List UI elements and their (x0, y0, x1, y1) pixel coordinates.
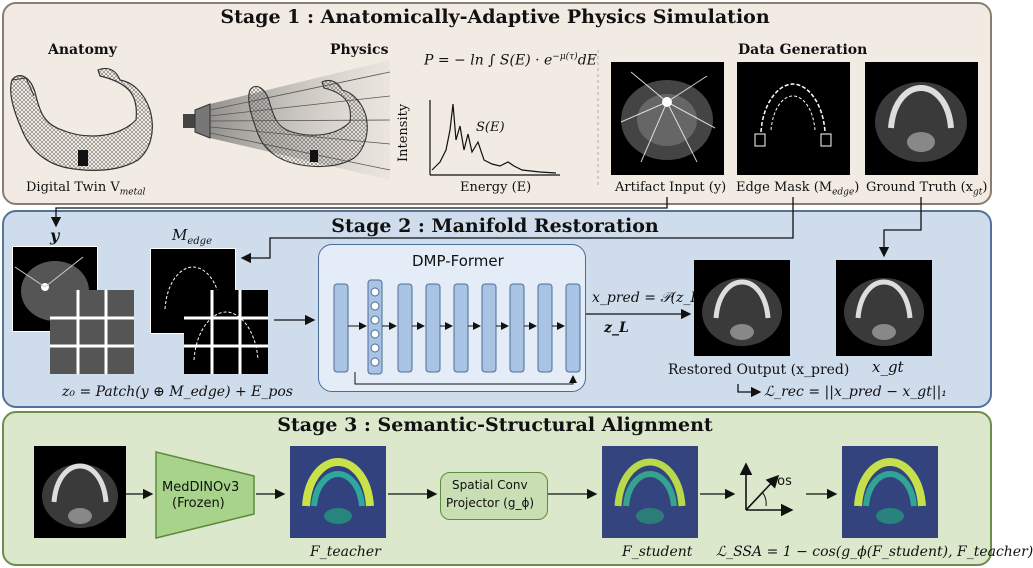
digital-twin-label: Digital Twin Vmetal (26, 180, 146, 198)
restored-output-label: Restored Output (x_pred) (668, 362, 850, 378)
artifact-input-image (611, 62, 724, 175)
physics-formula: P = − ln ∫ S(E) · e−μ(τ)dE (424, 52, 597, 69)
f-teacher-heatmap (290, 446, 386, 538)
data-generation-header: Data Generation (738, 42, 868, 58)
ground-truth-label: Ground Truth (xgt) (866, 180, 988, 198)
spectrum-y-axis-label: Intensity (396, 103, 411, 162)
edge-mask-image (737, 62, 850, 175)
xpred-formula: x_pred = 𝒫(z_L) (592, 290, 706, 306)
zl-label: z_L (604, 320, 629, 336)
stage3-title: Stage 3 : Semantic-Structural Alignment (277, 414, 713, 436)
stage3-input-image (34, 446, 126, 538)
ground-truth-image (865, 62, 978, 175)
edge-mask-label: Edge Mask (Medge) (736, 180, 860, 198)
xgt-label: x_gt (872, 358, 904, 376)
loss-rec-formula: ℒ_rec = ||x_pred − x_gt||₁ (764, 384, 947, 400)
cos-label: cos (770, 474, 792, 489)
medge-label: Medge (172, 226, 212, 247)
y-label: y (50, 226, 60, 245)
f-student-heatmap (602, 446, 698, 538)
f-teacher-label: F_teacher (310, 544, 381, 560)
dmp-former-label: DMP-Former (412, 252, 504, 270)
artifact-input-label: Artifact Input (y) (615, 180, 727, 195)
physics-header: Physics (330, 42, 389, 58)
projector-label: Projector (g_ϕ) (446, 496, 535, 510)
spectrum-curve-label: S(E) (476, 120, 505, 135)
restored-output-image (694, 260, 790, 356)
xgt-image (836, 260, 932, 356)
f-student-label: F_student (622, 544, 693, 560)
aligned-heatmap (842, 446, 938, 538)
loss-ssa-formula: ℒ_SSA = 1 − cos(g_ϕ(F_student), F_teache… (716, 544, 1033, 560)
meddino-frozen-label: (Frozen) (172, 496, 225, 511)
meddino-label: MedDINOv3 (162, 480, 240, 495)
z0-formula: z₀ = Patch(y ⊕ M_edge) + E_pos (62, 384, 293, 400)
y-patch-grid (50, 290, 134, 374)
spatial-conv-projector-box (440, 472, 548, 520)
spectrum-x-axis-label: Energy (E) (460, 180, 532, 195)
anatomy-header: Anatomy (48, 42, 117, 58)
medge-patch-grid (184, 290, 268, 374)
spatial-conv-label: Spatial Conv (452, 478, 528, 492)
stage1-title: Stage 1 : Anatomically-Adaptive Physics … (220, 6, 770, 28)
stage2-title: Stage 2 : Manifold Restoration (331, 215, 659, 237)
